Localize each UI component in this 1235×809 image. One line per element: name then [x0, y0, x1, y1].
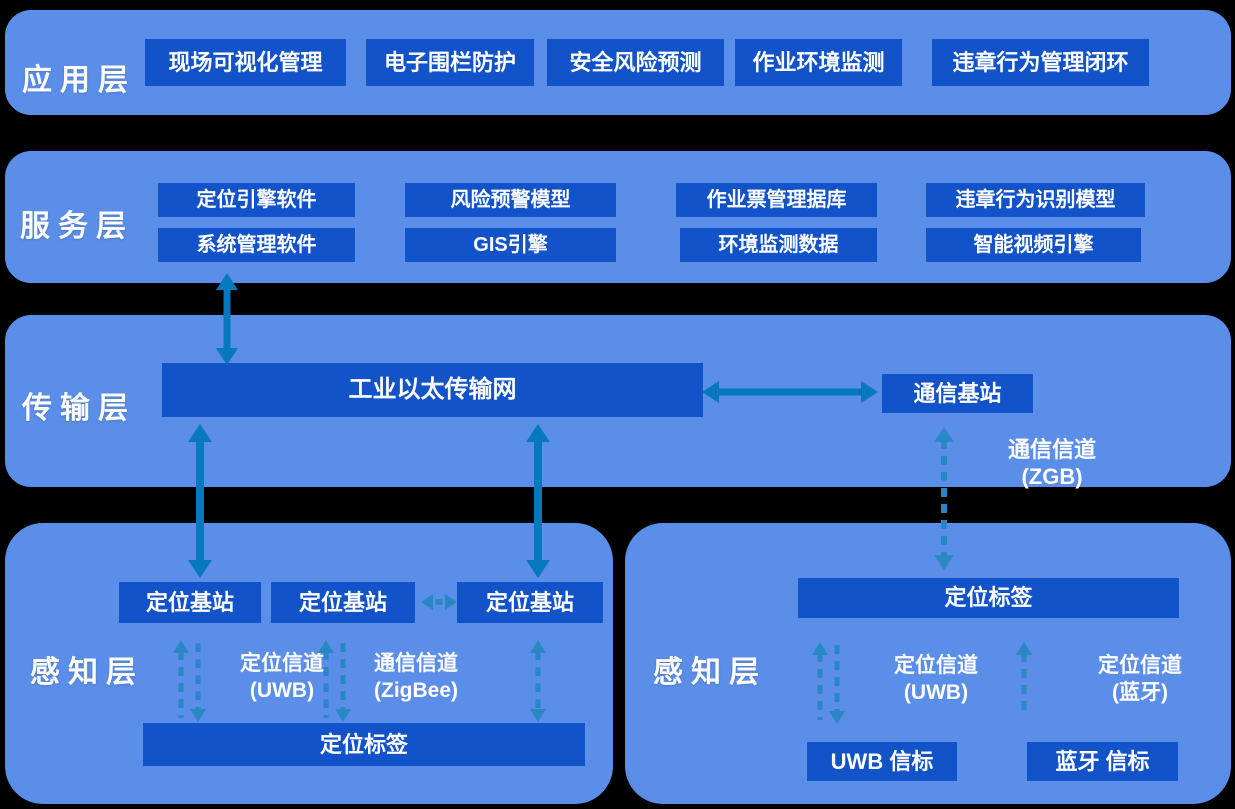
svc-box-smart-video-engine: 智能视频引擎 — [926, 228, 1141, 262]
arrow-zgb-channel — [934, 427, 954, 570]
arrow-bluetooth-up — [1016, 642, 1032, 716]
perception-right-label: 感知层 — [653, 656, 767, 689]
application-layer-label: 应用层 — [22, 64, 136, 97]
arrow-transmission-station3 — [526, 424, 550, 578]
svc-box-gis-engine: GIS引擎 — [405, 228, 616, 262]
application-layer-panel: 应用层 现场可视化管理 电子围栏防护 安全风险预测 作业环境监测 违章行为管理闭… — [5, 10, 1231, 115]
transmission-layer-panel: 传输层 工业以太传输网 通信基站 通信信道 (ZGB) — [5, 315, 1231, 490]
comm-channel-zgb-label: 通信信道 (ZGB) — [972, 436, 1132, 490]
transmission-layer-label: 传输层 — [22, 392, 136, 425]
industrial-ethernet-box: 工业以太传输网 — [162, 363, 703, 417]
positioning-channel-uwb-label-right: 定位信道 (UWB) — [856, 652, 1016, 706]
comm-channel-zigbee-label: 通信信道 (ZigBee) — [336, 650, 496, 704]
comm-base-station-box: 通信基站 — [882, 374, 1033, 413]
positioning-channel-uwb-right-line1: 定位信道 — [894, 654, 978, 677]
arrow-station2-station3 — [421, 592, 457, 612]
svc-box-violation-recognition-model: 违章行为识别模型 — [926, 183, 1145, 217]
arrow-service-transmission — [216, 273, 238, 365]
positioning-station-box-3: 定位基站 — [457, 582, 603, 623]
positioning-channel-uwb-right-line2: (UWB) — [903, 681, 969, 704]
arrow-uwb-down-left — [190, 643, 206, 722]
arrow-uwb-up-left — [173, 640, 189, 718]
perception-left-label: 感知层 — [30, 656, 144, 689]
svc-box-env-monitoring-data: 环境监测数据 — [680, 228, 877, 262]
arrow-zigbee-up — [318, 640, 334, 718]
service-layer-panel: 服务层 定位引擎软件 风险预警模型 作业票管理据库 违章行为识别模型 系统管理软… — [5, 151, 1231, 283]
app-box-electronic-fence: 电子围栏防护 — [366, 39, 534, 86]
arrow-uwb-up-right — [812, 642, 828, 720]
svc-box-system-mgmt-software: 系统管理软件 — [158, 228, 355, 262]
uwb-beacon-box: UWB 信标 — [807, 742, 957, 781]
positioning-channel-uwb-line2: (UWB) — [249, 679, 315, 702]
comm-channel-zigbee-line2: (ZigBee) — [374, 679, 458, 702]
svc-box-risk-warning-model: 风险预警模型 — [405, 183, 616, 217]
svc-box-positioning-engine: 定位引擎软件 — [158, 183, 355, 217]
app-box-site-visual-mgmt: 现场可视化管理 — [145, 39, 346, 86]
positioning-tag-box-left: 定位标签 — [143, 723, 585, 766]
positioning-channel-bluetooth-label: 定位信道 (蓝牙) — [1060, 652, 1220, 706]
positioning-channel-uwb-line1: 定位信道 — [240, 652, 324, 675]
arrow-uwb-down-right — [829, 645, 845, 724]
positioning-channel-bt-line1: 定位信道 — [1098, 654, 1182, 677]
app-box-safety-risk-prediction: 安全风险预测 — [547, 39, 724, 86]
positioning-channel-bt-line2: (蓝牙) — [1112, 681, 1168, 704]
app-box-violation-mgmt-loop: 违章行为管理闭环 — [932, 39, 1149, 86]
comm-channel-zigbee-line1: 通信信道 — [374, 652, 458, 675]
app-box-work-env-monitoring: 作业环境监测 — [735, 39, 902, 86]
positioning-station-box-2: 定位基站 — [271, 582, 415, 623]
positioning-tag-box-right: 定位标签 — [798, 578, 1179, 618]
arrow-transmission-station1 — [188, 424, 212, 578]
service-layer-label: 服务层 — [20, 210, 134, 243]
positioning-station-box-1: 定位基站 — [119, 582, 261, 623]
bluetooth-beacon-box: 蓝牙 信标 — [1027, 742, 1178, 781]
positioning-channel-uwb-label-left: 定位信道 (UWB) — [202, 650, 362, 704]
comm-channel-zgb-line2: (ZGB) — [1021, 464, 1083, 489]
perception-left-panel: 感知层 定位基站 定位基站 定位基站 定位信道 (UWB) 通信信道 (ZigB… — [5, 523, 613, 804]
perception-right-panel: 感知层 定位标签 定位信道 (UWB) 定位信道 (蓝牙) UWB 信标 蓝牙 … — [625, 523, 1231, 804]
arrow-zigbee-down — [335, 643, 351, 722]
svc-box-work-ticket-db: 作业票管理据库 — [676, 183, 877, 217]
comm-channel-zgb-line1: 通信信道 — [1007, 437, 1096, 462]
arrow-station3-tag — [530, 640, 546, 722]
arrow-ethernet-basestation — [702, 381, 878, 403]
